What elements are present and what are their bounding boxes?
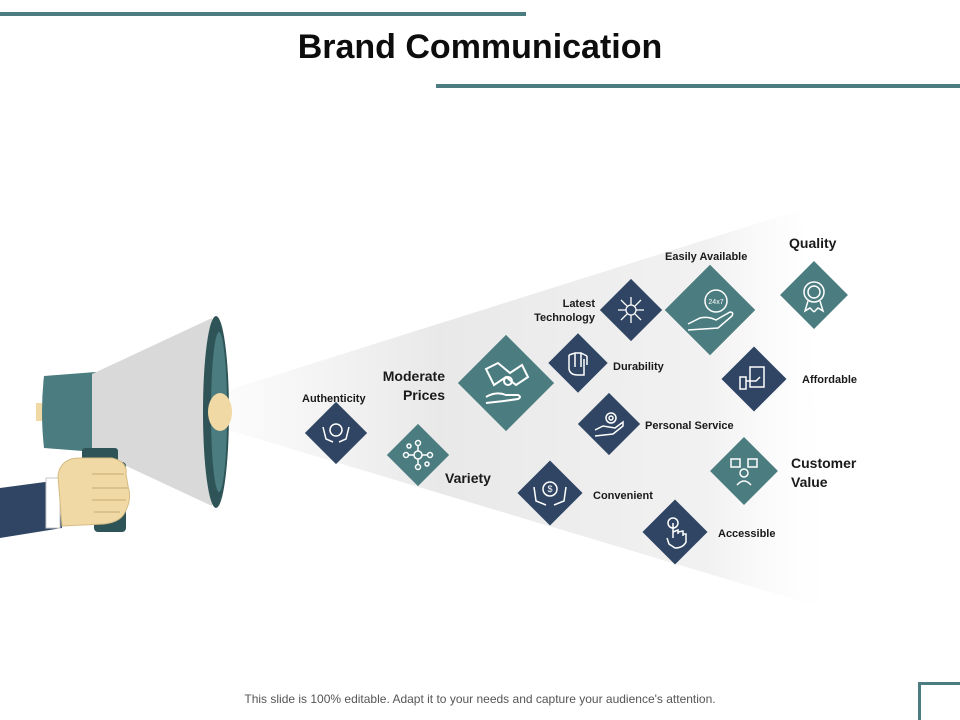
corner-bracket (918, 682, 960, 720)
affordable-label: Affordable (802, 374, 857, 386)
customer-value-label: Customer Value (791, 455, 857, 490)
accessible-icon (642, 499, 708, 565)
variety-icon (386, 423, 450, 487)
footer-note: This slide is 100% editable. Adapt it to… (244, 692, 716, 706)
megaphone-icon (36, 316, 232, 532)
moderate-prices-icon (457, 334, 555, 432)
svg-text:$: $ (547, 484, 552, 494)
hand-icon (0, 457, 131, 538)
quality-label: Quality (789, 235, 837, 251)
sound-beam (228, 210, 830, 610)
accessible-label: Accessible (718, 528, 776, 540)
personal-service-icon (577, 392, 641, 456)
latest-technology-icon (599, 278, 663, 342)
top-right-accent-bar (436, 84, 960, 88)
durability-label: Durability (613, 361, 664, 373)
convenient-icon: $ (517, 460, 583, 526)
authenticity-icon (304, 401, 368, 465)
latest-technology-label: Latest Technology (534, 298, 595, 324)
affordable-icon (721, 346, 787, 412)
24x7-text: 24x7 (708, 299, 723, 306)
moderate-prices-label: Moderate Prices (382, 368, 445, 403)
page-title: Brand Communication (297, 28, 663, 66)
convenient-label: Convenient (593, 490, 653, 502)
top-left-accent-bar (0, 12, 526, 16)
authenticity-label: Authenticity (302, 393, 366, 405)
personal-service-label: Personal Service (645, 420, 734, 432)
easily-available-label: Easily Available (665, 251, 748, 263)
variety-label: Variety (445, 470, 491, 486)
